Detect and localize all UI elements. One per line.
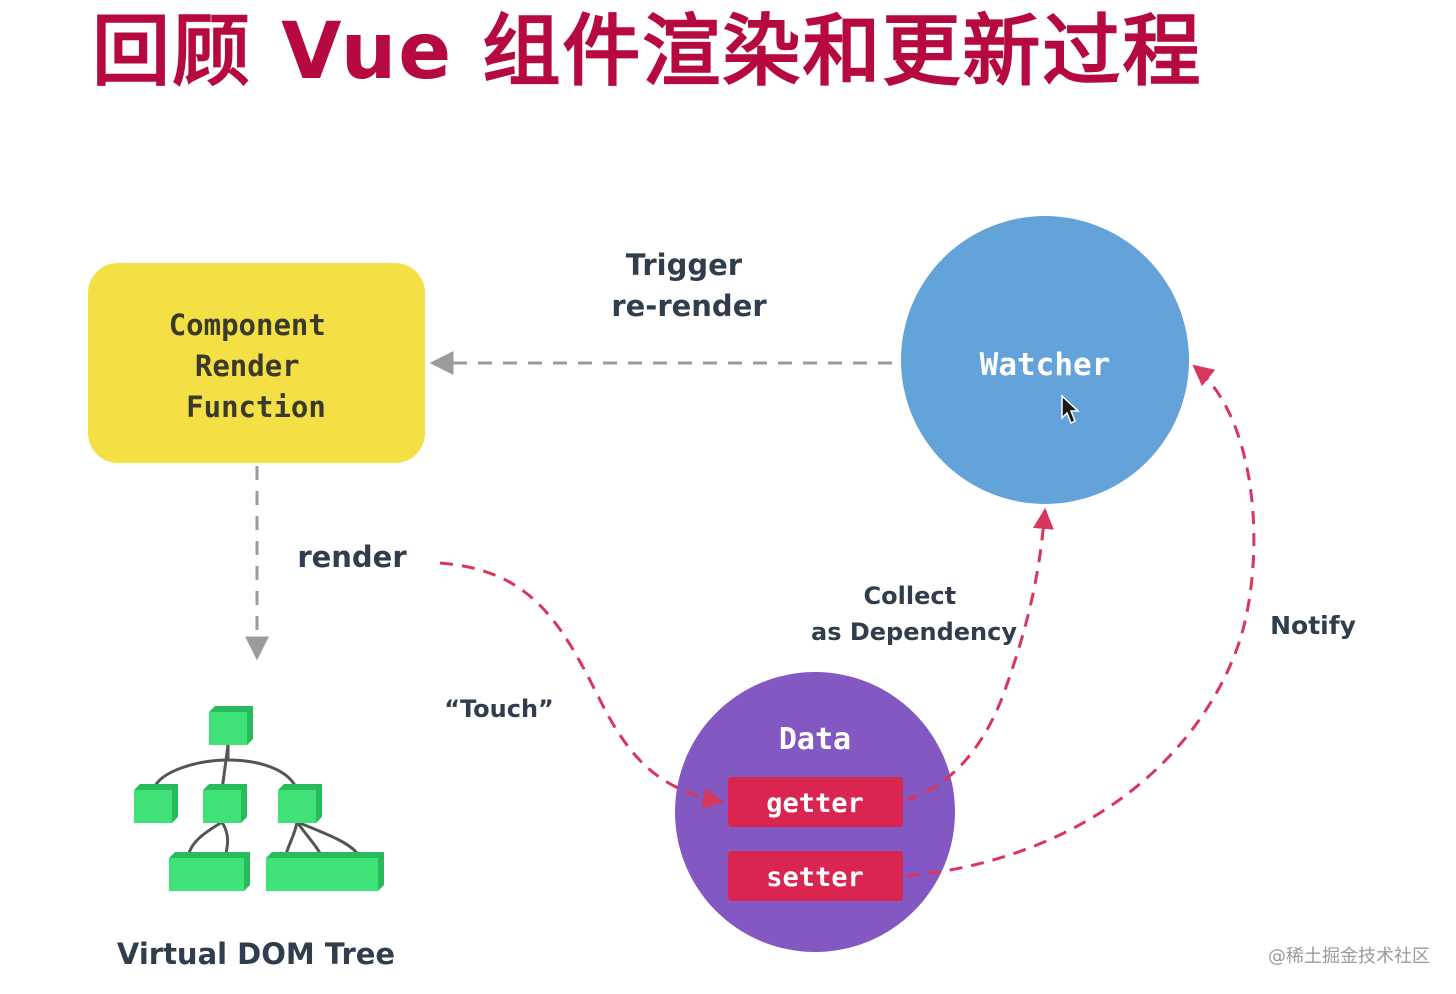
mouse-pointer-icon [1061,394,1080,425]
render-edge: render [245,466,407,661]
data-node: Data getter setter [675,672,955,952]
page-title: 回顾 Vue 组件渲染和更新过程 [92,7,1203,97]
tree-node [278,784,322,823]
getter-label: getter [766,788,864,819]
setter-label: setter [766,862,864,893]
watermark: @稀土掘金技术社区 [1268,946,1430,967]
touch-edge: “Touch” [439,561,725,809]
svg-text:Trigger re-render: Trigger re-render [611,248,767,323]
data-label: Data [779,722,851,757]
svg-text:Component Render F: Component Render Function [169,308,344,424]
virtual-dom-tree: Virtual DOM Tree [117,706,395,971]
collect-label-1: Collect [864,582,957,610]
render-label: render [297,540,407,574]
render-function-node: Component Render Function [88,263,425,463]
trigger-label-2: re-render [611,289,767,323]
render-function-label-1: Component [169,308,326,342]
vdom-tree-label: Virtual DOM Tree [117,937,395,971]
tree-node [209,706,253,745]
render-function-label-2: Render [195,349,300,383]
render-function-label-3: Function [186,390,326,424]
svg-text:Collect as Dependency: Collect as Dependency [811,582,1017,646]
notify-label: Notify [1270,611,1356,640]
collect-label-2: as Dependency [811,618,1017,646]
tree-node [134,784,178,823]
tree-node [206,852,250,891]
tree-node [203,784,247,823]
watcher-label: Watcher [980,347,1111,383]
notify-edge: Notify [905,364,1356,878]
trigger-label-1: Trigger [626,248,743,282]
touch-label: “Touch” [444,695,554,723]
getter-node: getter [728,777,903,827]
setter-node: setter [728,851,903,901]
collect-dependency-edge: Collect as Dependency [811,507,1054,802]
watcher-node: Watcher [901,216,1189,504]
tree-node [340,852,384,891]
trigger-rerender-edge: Trigger re-render [429,248,892,375]
